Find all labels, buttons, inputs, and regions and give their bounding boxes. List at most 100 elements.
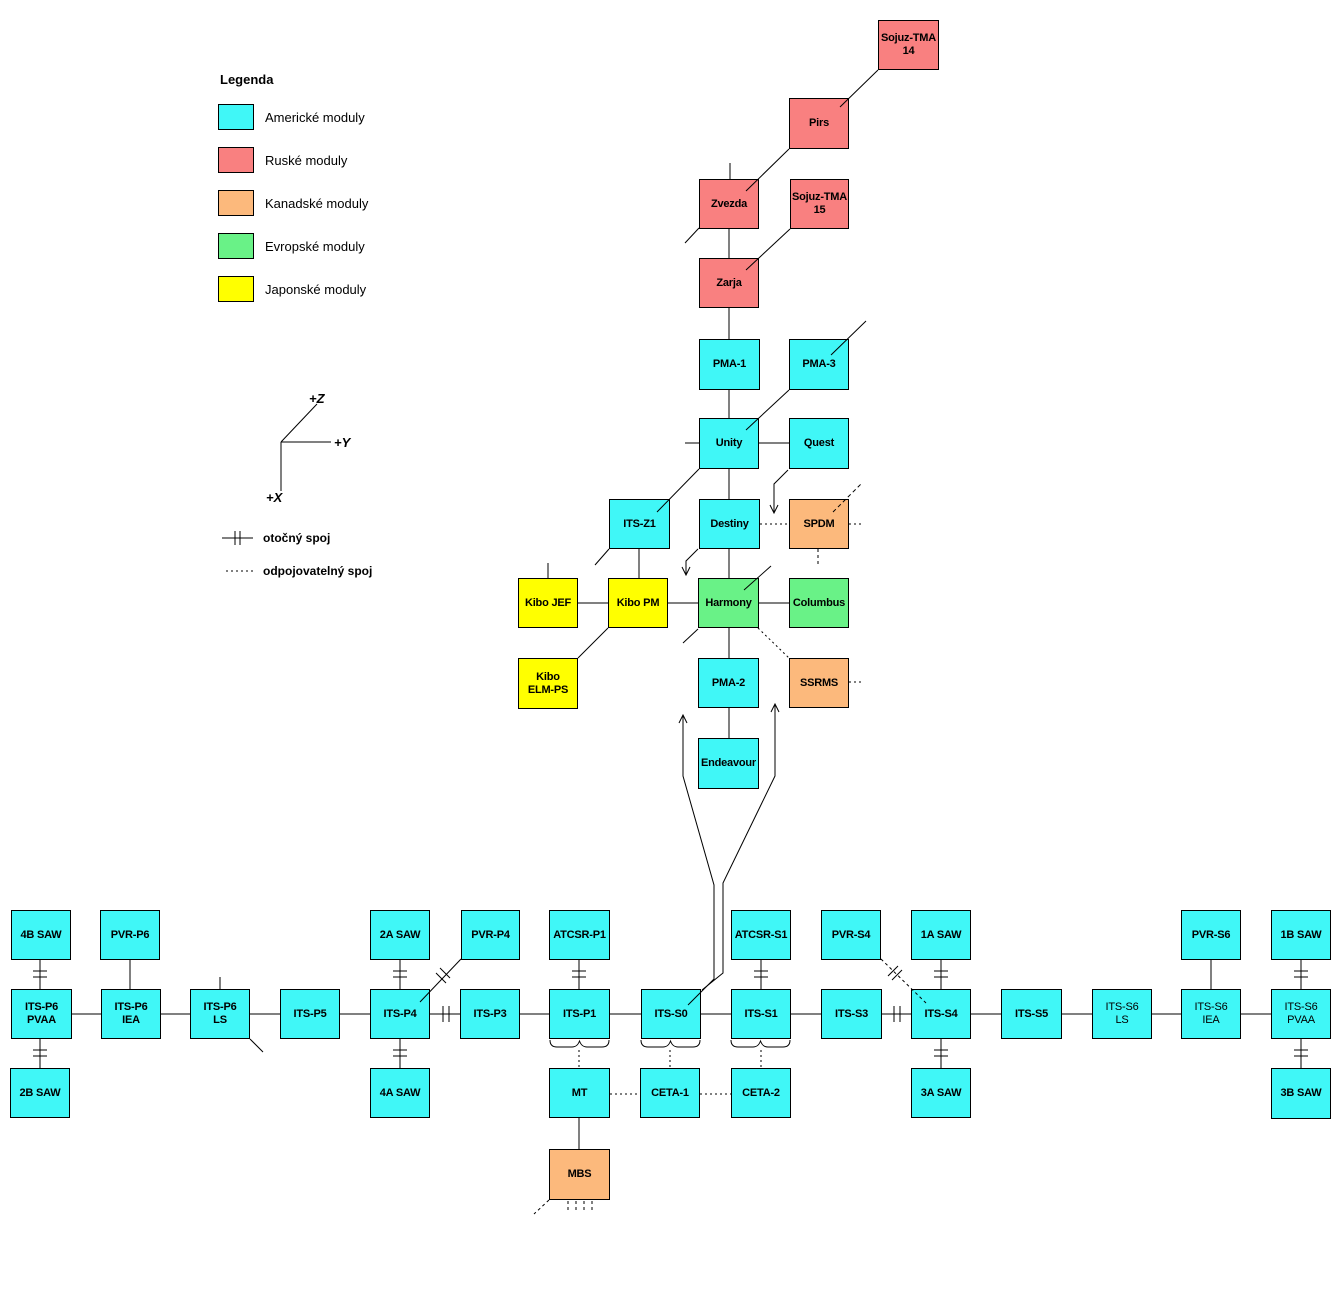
legend-item-canadian: Kanadské moduly [218, 190, 368, 216]
module-kibo-elm-ps: Kibo ELM-PS [518, 658, 578, 709]
module-label: CETA-1 [651, 1086, 689, 1099]
module-its-s5: ITS-S5 [1001, 989, 1062, 1039]
module-label: ITS-S6 LS [1105, 1001, 1139, 1026]
module-label: Columbus [792, 596, 846, 609]
module-label: Kibo JEF [524, 596, 572, 609]
legend-title: Legenda [220, 72, 274, 87]
module-ssrms: SSRMS [789, 658, 849, 708]
module-label: MBS [567, 1168, 592, 1180]
legend-item-label: Americké moduly [265, 109, 365, 125]
module-label: PVR-P4 [471, 928, 510, 941]
module-its-s3: ITS-S3 [821, 989, 882, 1039]
module-zarja: Zarja [699, 258, 759, 308]
module-pvr-s4: PVR-S4 [821, 910, 881, 960]
module-label: PVR-P6 [110, 928, 150, 941]
legend-item-label: Ruské moduly [265, 152, 348, 168]
module-label: Sojuz-TMA 14 [880, 32, 937, 57]
module-label: Unity [715, 437, 743, 449]
module-label: 2B SAW [19, 1086, 61, 1099]
american-modules-swatch [218, 104, 254, 130]
module-label: CETA-2 [742, 1086, 780, 1099]
module-spdm: SPDM [789, 499, 849, 549]
legend: Legenda Americké moduly Ruské moduly Kan… [218, 72, 368, 302]
axis-z-label: +Z [309, 391, 325, 406]
detachable-joint-label: odpojovatelný spoj [263, 564, 373, 578]
module-label: ITS-P5 [293, 1007, 327, 1020]
module-label: ITS-S1 [744, 1007, 778, 1020]
quest-arrow [769, 469, 789, 515]
axis-y-label: +Y [334, 435, 351, 450]
module-label: ITS-S5 [1014, 1007, 1049, 1020]
module-its-s6-iea: ITS-S6 IEA [1181, 989, 1241, 1039]
module-pirs: Pirs [789, 98, 849, 149]
module-label: ITS-Z1 [623, 517, 656, 530]
module-ceta-1: CETA-1 [640, 1068, 700, 1118]
module-label: 1B SAW [1280, 928, 1322, 941]
russian-modules-swatch [218, 147, 254, 173]
module-label: Zarja [716, 276, 742, 289]
module-pma-3: PMA-3 [789, 339, 849, 390]
module-pvr-s6: PVR-S6 [1181, 910, 1241, 960]
module-its-s6-pvaa: ITS-S6 PVAA [1271, 989, 1331, 1039]
module-label: ITS-S0 [654, 1007, 688, 1020]
module-label: Destiny [710, 517, 749, 530]
module-1a-saw: 1A SAW [911, 910, 971, 960]
module-4b-saw: 4B SAW [11, 910, 71, 960]
mt-rail-braces [549, 1039, 791, 1048]
module-label: SSRMS [799, 676, 839, 689]
module-label: Harmony [705, 596, 752, 609]
module-label: Sojuz-TMA 15 [791, 191, 848, 216]
module-its-p6-pvaa: ITS-P6 PVAA [11, 989, 72, 1039]
module-label: ITS-P4 [383, 1007, 417, 1020]
module-label: 4A SAW [379, 1086, 421, 1099]
module-label: ATCSR-P1 [553, 928, 606, 941]
module-its-z1: ITS-Z1 [609, 499, 670, 549]
legend-item-label: Evropské moduly [265, 238, 365, 254]
module-label: SPDM [803, 517, 835, 530]
module-label: PMA-1 [712, 358, 747, 370]
module-label: ITS-P6 LS [203, 1001, 237, 1026]
module-unity: Unity [699, 418, 759, 469]
module-label: PVR-S6 [1191, 928, 1231, 941]
legend-item-european: Evropské moduly [218, 233, 365, 259]
module-harmony: Harmony [698, 578, 759, 628]
module-pvr-p4: PVR-P4 [461, 910, 520, 960]
legend-item-label: Japonské moduly [265, 281, 367, 297]
module-quest: Quest [789, 418, 849, 469]
module-label: PMA-3 [802, 358, 836, 370]
module-label: ITS-S4 [924, 1007, 958, 1020]
legend-item-japanese: Japonské moduly [218, 276, 366, 302]
module-label: ATCSR-S1 [734, 928, 788, 941]
mbs-stubs [533, 1199, 593, 1215]
module-atcsr-s1: ATCSR-S1 [731, 910, 791, 960]
module-label: 4B SAW [20, 928, 62, 941]
module-4a-saw: 4A SAW [370, 1068, 430, 1118]
rotary-joint-sample [222, 531, 253, 545]
module-pma-1: PMA-1 [699, 339, 760, 390]
axis-x-label: +X [266, 490, 283, 505]
module-sojuz-tma-14: Sojuz-TMA 14 [878, 20, 939, 70]
module-kibo-pm: Kibo PM [608, 578, 668, 628]
canadian-modules-swatch [218, 190, 254, 216]
module-sojuz-tma-15: Sojuz-TMA 15 [790, 179, 849, 229]
module-label: ITS-S3 [834, 1007, 869, 1020]
module-label: PMA-2 [711, 676, 746, 689]
module-label: 3B SAW [1280, 1087, 1322, 1099]
legend-item-russian: Ruské moduly [218, 147, 347, 173]
module-3a-saw: 3A SAW [911, 1068, 971, 1118]
module-label: ITS-S6 IEA [1194, 1001, 1228, 1026]
legend-item-label: Kanadské moduly [265, 195, 369, 211]
module-its-p6-ls: ITS-P6 LS [190, 989, 250, 1039]
european-modules-swatch [218, 233, 254, 259]
module-pvr-p6: PVR-P6 [100, 910, 160, 960]
module-its-s0: ITS-S0 [641, 989, 701, 1039]
legend-item-american: Americké moduly [218, 104, 365, 130]
module-its-p4: ITS-P4 [370, 989, 430, 1039]
module-label: ITS-P1 [562, 1007, 597, 1020]
module-label: PVR-S4 [831, 928, 871, 941]
destiny-arrow [681, 548, 699, 577]
module-endeavour: Endeavour [698, 738, 759, 789]
module-ceta-2: CETA-2 [731, 1068, 791, 1118]
module-its-s4: ITS-S4 [911, 989, 971, 1039]
